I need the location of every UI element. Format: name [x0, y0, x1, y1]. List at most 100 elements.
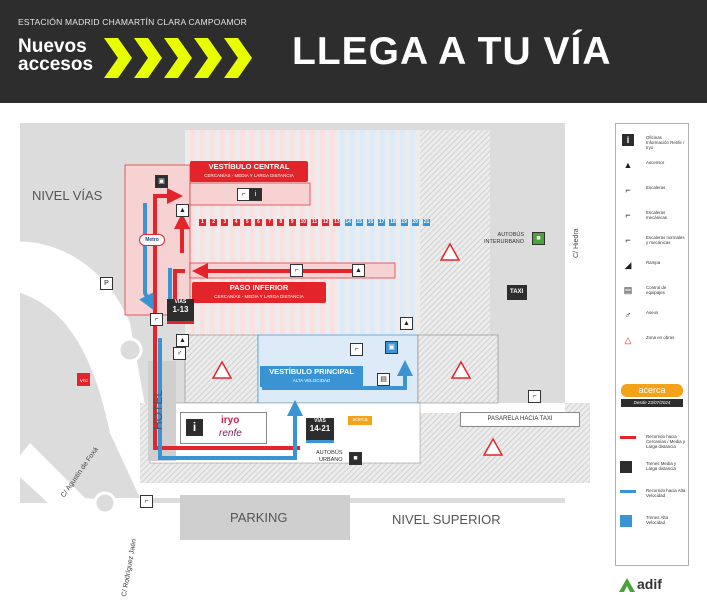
- vestibulo-central-sub: CERCANÍAS - MEDIA Y LARGA DISTANCIA: [204, 173, 294, 178]
- paso-inferior-title: PASO INFERIOR CERCANÍAS - MEDIA Y LARGA …: [192, 282, 326, 303]
- toilets-icon: ♂: [624, 310, 632, 320]
- headline: LLEGA A TU VÍA: [292, 30, 612, 73]
- track-number-19: 19: [400, 219, 408, 226]
- autobus-interurbano-label: AUTOBÚS INTERURBANO: [484, 232, 524, 246]
- vestibulo-central-title: VESTÍBULO CENTRAL CERCANÍAS - MEDIA Y LA…: [190, 161, 308, 182]
- blue-route-vestibule: [262, 360, 413, 390]
- track-number-4: 4: [232, 219, 240, 226]
- iryo-logo: iryo: [221, 415, 240, 426]
- track-number-11: 11: [311, 219, 318, 226]
- elevator-icon-hotel: ▲: [176, 334, 189, 347]
- new-access-label: Nuevos accesos: [18, 36, 94, 75]
- vestibulo-central-name: VESTÍBULO CENTRAL: [208, 162, 290, 171]
- luggage-icon: ▤: [377, 373, 390, 386]
- nivel-superior-label: NIVEL SUPERIOR: [392, 512, 501, 527]
- track-number-18: 18: [389, 219, 397, 226]
- track-number-12: 12: [322, 219, 330, 226]
- elevator-icon-paso: ▲: [352, 264, 365, 277]
- elevator-icon-east: ▲: [400, 317, 413, 330]
- legend-item-label: Ascensor: [646, 160, 665, 165]
- metro-logo: Metro: [139, 234, 165, 246]
- paso-inferior-name: PASO INFERIOR: [229, 283, 289, 292]
- renfe-logo: renfe: [219, 428, 242, 439]
- info-icon-central: i: [249, 188, 262, 201]
- roundabout-south: [93, 491, 117, 515]
- train-icon: ▣: [155, 175, 168, 188]
- legend-item-label: Rampa: [646, 260, 661, 265]
- red-route-paso-down: [173, 269, 185, 303]
- legend-item-label: Zona en obras: [646, 335, 675, 340]
- info-icon: i: [186, 419, 203, 436]
- vestibulo-principal-title: VESTÍBULO PRINCIPAL ALTA VELOCIDAD: [260, 366, 363, 387]
- legend-route-label: Recorrido hacia Alta Velocidad: [646, 488, 686, 498]
- escalator-icon: ⌐: [150, 313, 163, 326]
- autobus-urbano-line1: AUTOBÚS: [316, 450, 343, 456]
- taxi-stand: [507, 285, 527, 300]
- info-office-panel: i iryo renfe: [180, 412, 267, 444]
- track-number-5: 5: [243, 219, 251, 226]
- high-speed-train-icon: ▣: [385, 341, 398, 354]
- red-route-bottom: [153, 318, 300, 450]
- works-zone-east: [420, 130, 490, 370]
- track-number-7: 7: [266, 219, 274, 226]
- autobus-urbano-label: AUTOBÚS URBANO: [316, 450, 343, 464]
- legend-route-label: Trenes Alta Velocidad: [646, 515, 669, 525]
- vestibulo-principal-name: VESTÍBULO PRINCIPAL: [269, 367, 354, 376]
- track-number-21: 21: [423, 219, 430, 226]
- autobus-urbano-line2: URBANO: [318, 457, 343, 463]
- track-number-14: 14: [344, 219, 352, 226]
- roundabout: [117, 337, 143, 363]
- adif-text: adif: [637, 576, 662, 592]
- stairs-icon-paso: ⌐: [290, 264, 303, 277]
- upper-level-gap: [420, 403, 565, 413]
- vias-1-13-badge: VÍAS 1-13: [167, 299, 194, 324]
- vias-1-13-line1: VÍAS: [174, 299, 187, 305]
- chevrons-icon: [104, 38, 252, 78]
- nivel-vias-label: NIVEL VÍAS: [32, 188, 103, 203]
- track-number-2: 2: [210, 219, 218, 226]
- legend-item-label: Escaleras normales y mecánicas: [646, 235, 685, 245]
- legend-item-label: Escaleras: [646, 185, 666, 190]
- vtc-icon: [77, 373, 90, 386]
- stairs-icon-main: ⌐: [350, 343, 363, 356]
- tracks-blue-area: [335, 130, 420, 335]
- legend-route-label: Recorrido hacia Cercanías / Media y Larg…: [646, 434, 686, 449]
- works-sign-1: [211, 360, 233, 379]
- paso-inferior-sub: CERCANÍAS - MEDIA Y LARGA DISTANCIA: [214, 294, 304, 299]
- track-number-16: 16: [367, 219, 374, 226]
- parking-label: PARKING: [230, 510, 288, 525]
- station-name: ESTACIÓN MADRID CHAMARTÍN CLARA CAMPOAMO…: [18, 17, 247, 27]
- vestibulo-principal-sub: ALTA VELOCIDAD: [292, 378, 331, 383]
- train-icon: [620, 461, 632, 473]
- track-number-3: 3: [221, 219, 229, 226]
- pasarela-taxi-label: PASARELA HACIA TAXI: [460, 412, 580, 427]
- blue-route-arrow-icon: [620, 490, 636, 493]
- rodriguez-road: [105, 498, 140, 607]
- luggage-icon: ▤: [623, 285, 633, 295]
- track-number-9: 9: [288, 219, 296, 226]
- toilets-icon: ♂: [173, 347, 186, 360]
- calle-hiedra-label: C/ Hiedra: [573, 228, 580, 258]
- new-access-line1: Nuevos: [18, 36, 87, 57]
- blue-route-left: [139, 203, 154, 311]
- works-sign-2: [450, 360, 472, 379]
- blue-route-main: [158, 338, 303, 460]
- vias-14-21-line2: 14-21: [309, 424, 331, 433]
- ramp-icon: ◢: [624, 260, 632, 270]
- adif-mark-icon: [619, 578, 635, 592]
- track-number-8: 8: [277, 219, 285, 226]
- track-number-17: 17: [378, 219, 386, 226]
- track-number-20: 20: [411, 219, 419, 226]
- new-access-line2: accesos: [18, 54, 94, 75]
- hotel-label: HOTEL: [151, 389, 165, 430]
- track-number-1: 1: [199, 219, 206, 226]
- acerca-logo: acerca: [621, 384, 683, 397]
- parking-taxi-icon: P: [100, 277, 113, 290]
- vias-14-21-line1: VÍAS: [314, 418, 326, 424]
- elevator-icon: ▲: [176, 204, 189, 217]
- legend-item-label: Control de equipajes: [646, 285, 667, 295]
- works-sign-3: [439, 242, 461, 261]
- acerca-since: Desde 23/07/2024: [621, 399, 683, 407]
- taxi-label: TAXI: [510, 289, 524, 295]
- high-speed-train-icon: [620, 515, 632, 527]
